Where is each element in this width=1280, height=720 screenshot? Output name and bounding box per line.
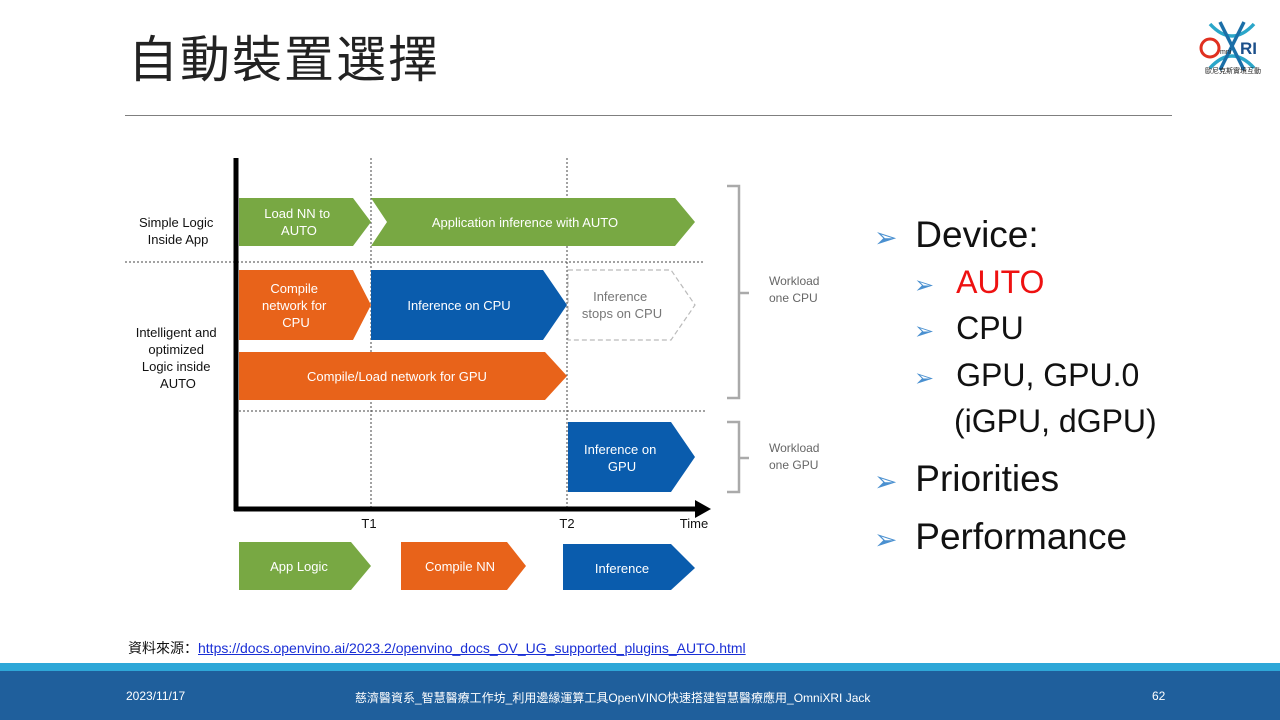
bracket-gpu	[727, 420, 749, 494]
bullet-arrow-icon: ➢	[914, 318, 935, 345]
legend-app-logic	[239, 542, 371, 590]
bullet-cpu: ➢CPU	[914, 310, 1024, 346]
bracket-cpu	[727, 184, 749, 400]
box-inference-gpu-label: Inference on GPU	[584, 442, 660, 474]
bullet-arrow-icon: ➢	[874, 466, 898, 497]
box-load-nn-label: Load NN to AUTO	[264, 206, 333, 238]
source-link[interactable]: https://docs.openvino.ai/2023.2/openvino…	[198, 640, 746, 656]
bracket-cpu-label: Workload one CPU	[769, 274, 823, 305]
footer-page-number: 62	[1152, 689, 1166, 703]
bullet-gpu-note: (iGPU, dGPU)	[954, 403, 1157, 439]
box-inference-cpu-label: Inference on CPU	[407, 298, 510, 313]
svg-text:RI: RI	[1240, 39, 1257, 58]
omnixri-logo: mni RI	[1199, 21, 1257, 71]
bullet-arrow-icon: ➢	[874, 222, 898, 253]
box-compile-gpu-label: Compile/Load network for GPU	[307, 369, 487, 384]
slide-title: 自動裝置選擇	[128, 31, 440, 89]
legend-inference	[563, 544, 695, 590]
footer-date: 2023/11/17	[126, 689, 186, 703]
bullet-arrow-icon: ➢	[914, 365, 935, 392]
box-compile-gpu	[239, 352, 567, 400]
source-citation: 資料來源：https://docs.openvino.ai/2023.2/ope…	[128, 638, 746, 658]
box-compile-cpu-label: Compile network for CPU	[262, 281, 330, 330]
source-label: 資料來源：	[128, 641, 198, 657]
box-app-inference-label: Application inference with AUTO	[432, 215, 618, 230]
legend-compile-nn-label: Compile NN	[425, 559, 495, 574]
box-app-inference	[371, 198, 695, 246]
footer-accent-strip	[0, 663, 1280, 671]
row-label-intelligent: Intelligent and optimized Logic inside A…	[136, 325, 221, 391]
box-inference-gpu	[568, 422, 695, 492]
bracket-gpu-label: Workload one GPU	[769, 441, 823, 472]
title-divider	[125, 115, 1172, 116]
bullet-auto: ➢AUTO	[914, 264, 1045, 300]
legend-inference-label: Inference	[595, 561, 649, 576]
axis-label-time: Time	[680, 516, 708, 531]
slide-footer: 2023/11/17 慈濟醫資系_智慧醫療工作坊_利用邊緣運算工具OpenVIN…	[0, 671, 1280, 720]
axis-label-t1: T1	[361, 516, 376, 531]
legend-compile-nn	[401, 542, 526, 590]
auto-device-diagram: Simple Logic Inside App Intelligent and …	[125, 158, 823, 590]
bullet-device: ➢Device:	[874, 214, 1039, 255]
bullet-priorities: ➢Priorities	[874, 458, 1060, 499]
box-compile-cpu	[239, 270, 371, 340]
bullet-arrow-icon: ➢	[874, 524, 898, 555]
bullet-performance: ➢Performance	[874, 516, 1128, 557]
box-inference-stops	[567, 269, 696, 341]
row-label-simple: Simple Logic Inside App	[139, 215, 217, 247]
footer-title: 慈濟醫資系_智慧醫療工作坊_利用邊緣運算工具OpenVINO快速搭建智慧醫療應用…	[355, 691, 871, 705]
box-load-nn	[239, 198, 371, 246]
box-inference-stops-label: Inference stops on CPU	[582, 289, 662, 321]
axis-label-t2: T2	[559, 516, 574, 531]
box-inference-cpu	[371, 270, 567, 340]
logo-subtitle: 歐尼克斯實境互動	[1205, 67, 1261, 75]
x-axis-arrowhead	[695, 500, 711, 518]
legend-app-logic-label: App Logic	[270, 559, 328, 574]
bullet-arrow-icon: ➢	[914, 272, 935, 299]
svg-text:mni: mni	[1220, 49, 1232, 56]
bullet-gpu: ➢GPU, GPU.0	[914, 357, 1140, 393]
